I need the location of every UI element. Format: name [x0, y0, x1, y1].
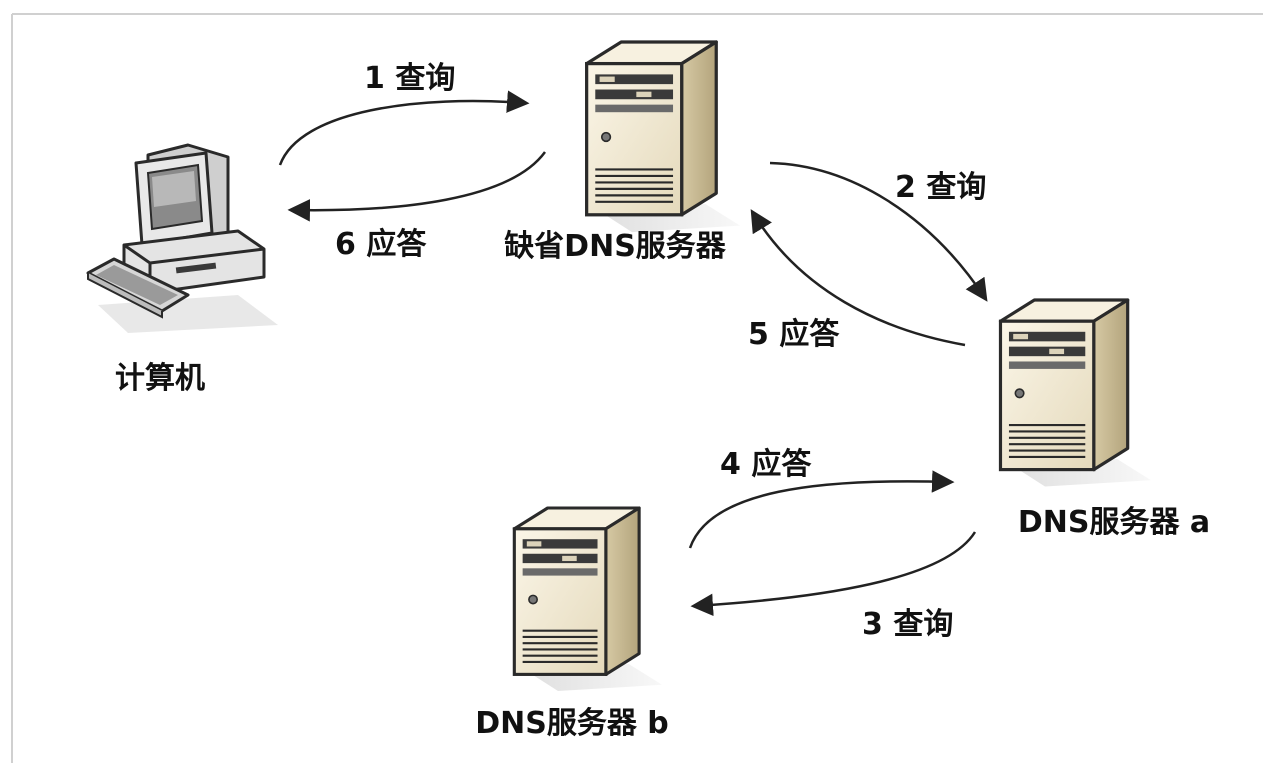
step-2-arrow — [769, 161, 988, 302]
step-1-arrow — [278, 90, 530, 166]
step-1-label: 1 查询 — [364, 61, 455, 96]
step-5-arrow — [750, 209, 966, 347]
step-6-arrow — [287, 151, 547, 222]
default-dns-server-label: 缺省DNS服务器 — [504, 229, 727, 264]
step-4-label: 4 应答 — [720, 447, 812, 482]
dns-server-a-icon — [998, 298, 1153, 489]
dns-server-b-label: DNS服务器 b — [475, 706, 669, 741]
step-3-label: 3 查询 — [862, 607, 953, 642]
computer-label: 计算机 — [115, 361, 205, 396]
dns-server-b-icon — [512, 506, 664, 693]
step-4-arrow — [688, 470, 955, 549]
default-dns-server-icon — [585, 40, 742, 234]
step-5-label: 5 应答 — [748, 317, 840, 352]
step-6-label: 6 应答 — [335, 227, 427, 262]
computer-icon — [86, 143, 278, 333]
dns-server-a-label: DNS服务器 a — [1018, 505, 1210, 540]
step-3-arrow — [690, 531, 977, 617]
step-2-label: 2 查询 — [895, 170, 986, 205]
